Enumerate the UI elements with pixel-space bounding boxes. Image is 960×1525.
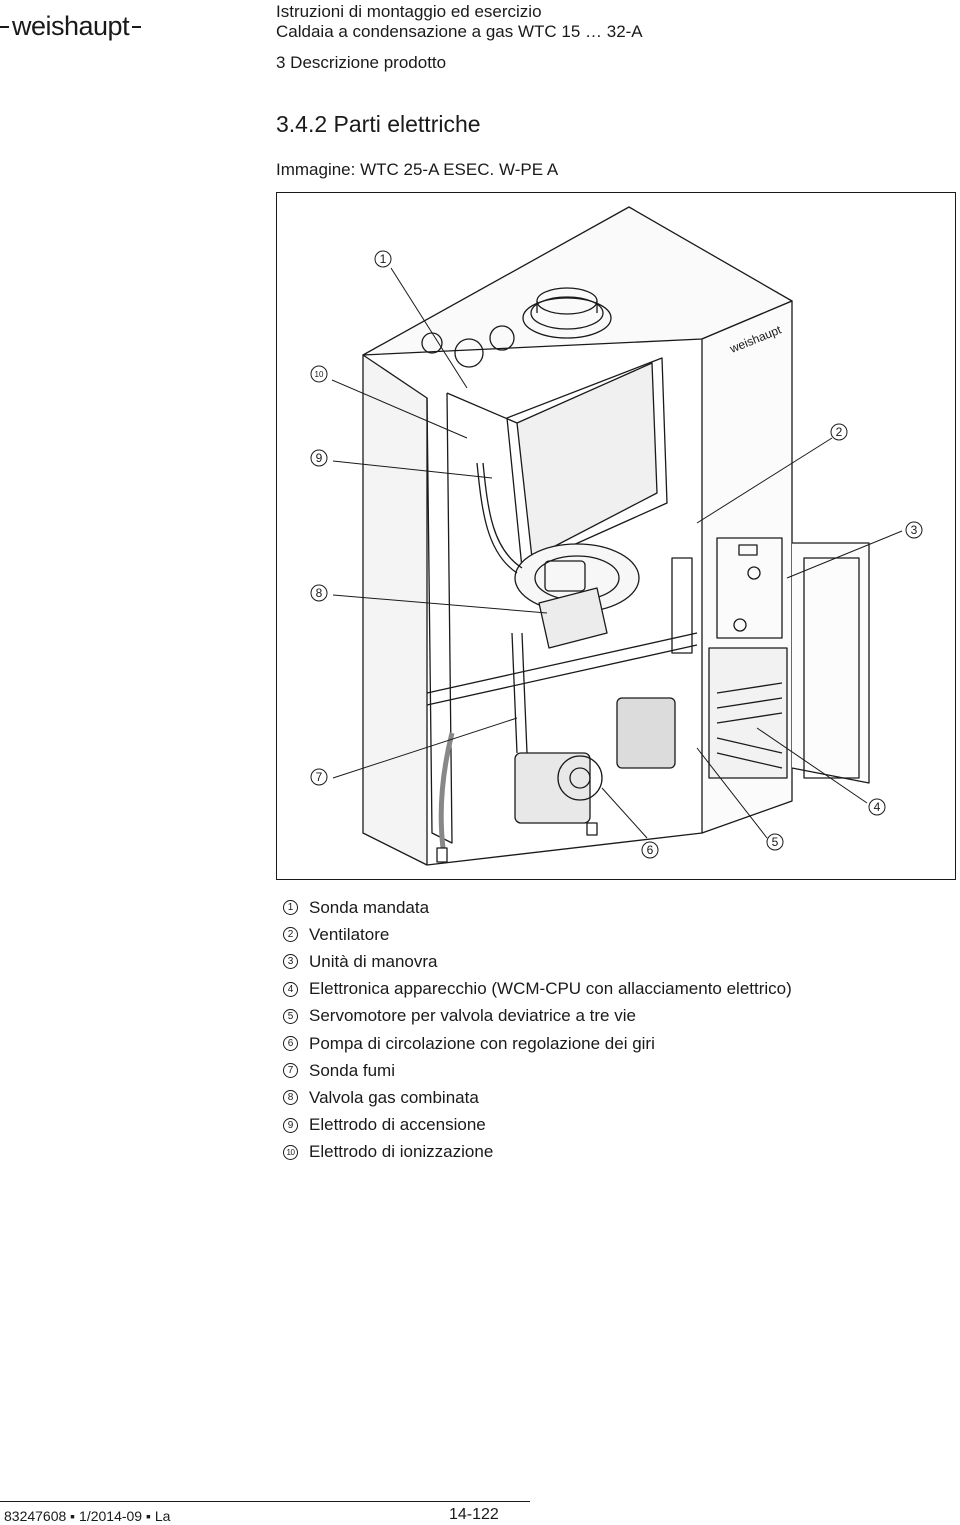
callout-6-label: 6: [647, 843, 654, 857]
figure-legend: 1 Sonda mandata 2 Ventilatore 3 Unità di ma…: [283, 894, 792, 1166]
callout-10-label: 10: [315, 370, 324, 379]
figure-caption: Immagine: WTC 25-A ESEC. W-PE A: [276, 160, 559, 179]
legend-item: 1 Sonda mandata: [283, 894, 792, 921]
legend-item: 3 Unità di manovra: [283, 948, 792, 975]
legend-label: Sonda fumi: [309, 1060, 395, 1080]
legend-number: 4: [283, 981, 298, 997]
header-product: Caldaia a condensazione a gas WTC 15 … 3…: [276, 22, 643, 41]
logo-word: weishaupt: [12, 11, 130, 42]
callout-4: [868, 798, 886, 816]
legend-item: 7 Sonda fumi: [283, 1057, 792, 1084]
legend-number: 7: [283, 1063, 298, 1079]
header-doc-type: Istruzioni di montaggio ed esercizio: [276, 2, 542, 21]
weishaupt-logo: weishaupt: [0, 10, 160, 44]
callout-7-label: 7: [316, 770, 323, 784]
legend-number: 8: [283, 1090, 298, 1106]
callout-7: [310, 768, 328, 786]
footer-doc-number: 83247608 ▪ 1/2014-09 ▪ La: [4, 1508, 171, 1524]
legend-number: 10: [283, 1144, 298, 1160]
legend-label: Elettrodo di accensione: [309, 1115, 486, 1135]
legend-label: Servomotore per valvola deviatrice a tre…: [309, 1006, 636, 1026]
boiler-illustration: weishaupt 1: [310, 206, 923, 866]
legend-item: 9 Elettrodo di accensione: [283, 1112, 792, 1139]
callout-1: [374, 250, 392, 268]
callout-6: [641, 841, 659, 859]
legend-item: 8 Valvola gas combinata: [283, 1084, 792, 1111]
legend-label: Pompa di circolazione con regolazione de…: [309, 1033, 655, 1053]
legend-item: 10 Elettrodo di ionizzazione: [283, 1139, 792, 1166]
callout-4-label: 4: [874, 800, 881, 814]
legend-number: 3: [283, 954, 298, 970]
callout-8: [310, 584, 328, 602]
callout-5: [766, 833, 784, 851]
legend-label: Elettrodo di ionizzazione: [309, 1142, 494, 1162]
callout-1-label: 1: [380, 252, 387, 266]
header-chapter: 3 Descrizione prodotto: [276, 53, 447, 72]
legend-number: 9: [283, 1117, 298, 1133]
callout-2: [830, 423, 848, 441]
logo-dash-right: [132, 25, 142, 28]
callout-2-label: 2: [836, 425, 843, 439]
legend-label: Ventilatore: [309, 924, 390, 944]
legend-item: 5 Servomotore per valvola deviatrice a tr…: [283, 1003, 792, 1030]
footer-page-number: 14-122: [449, 1506, 499, 1523]
legend-label: Sonda mandata: [309, 897, 430, 917]
legend-item: 6 Pompa di circolazione con regolazione d…: [283, 1030, 792, 1057]
legend-number: 6: [283, 1036, 298, 1052]
legend-number: 1: [283, 900, 298, 916]
callout-9: [310, 449, 328, 467]
footer-rule: [0, 1501, 530, 1502]
legend-item: 2 Ventilatore: [283, 921, 792, 948]
legend-label: Unità di manovra: [309, 951, 438, 971]
boiler-figure: weishaupt 1: [276, 192, 956, 880]
legend-label: Elettronica apparecchio (WCM-CPU con all…: [309, 979, 792, 999]
callout-10: [310, 365, 328, 383]
callout-9-label: 9: [316, 451, 323, 465]
legend-item: 4 Elettronica apparecchio (WCM-CPU con al…: [283, 976, 792, 1003]
callout-3-label: 3: [911, 523, 918, 537]
legend-label: Valvola gas combinata: [309, 1087, 479, 1107]
callout-8-label: 8: [316, 586, 323, 600]
callout-5-label: 5: [772, 835, 779, 849]
logo-dash-left: [0, 25, 9, 28]
legend-number: 2: [283, 927, 298, 943]
section-title: 3.4.2 Parti elettriche: [276, 111, 481, 137]
callout-3: [905, 521, 923, 539]
legend-number: 5: [283, 1008, 298, 1024]
